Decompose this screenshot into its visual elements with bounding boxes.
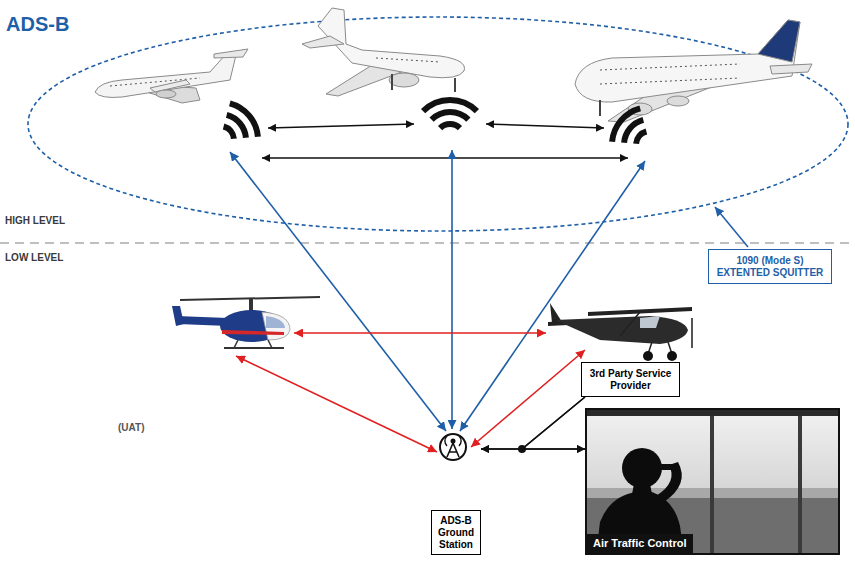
wide-body-aircraft — [575, 20, 812, 122]
helicopter — [172, 297, 320, 348]
light-aircraft-part — [643, 351, 653, 361]
signal-waves-part — [612, 108, 640, 141]
turboprop-aircraft-part — [156, 90, 176, 98]
uat-links — [236, 333, 585, 452]
air-to-air-arrows-part — [262, 157, 628, 159]
ground-antenna-icon-part — [445, 436, 461, 446]
callout-leader — [715, 207, 748, 247]
callout-box: 1090 (Mode S) EXTENTED SQUITTER — [708, 249, 832, 284]
jet-aircraft-part — [391, 74, 393, 90]
level-label: HIGH LEVEL — [5, 215, 65, 227]
level-label: LOW LEVEL — [5, 252, 63, 264]
ground-antenna-icon-part — [447, 443, 459, 457]
wide-body-aircraft-part — [770, 64, 812, 74]
helicopter-part — [234, 340, 238, 348]
ground-antenna-icon-part — [440, 434, 466, 460]
station-label-box: ADS-B Ground Station — [431, 510, 481, 555]
high-level-ellipse — [28, 17, 848, 231]
label-holder: HIGH LEVEL — [5, 215, 65, 227]
wide-body-aircraft-part — [600, 64, 740, 70]
light-aircraft-part — [691, 318, 693, 348]
label-holder: (UAT) — [118, 422, 144, 434]
level-divider — [0, 243, 855, 244]
control-tower-photo-part — [656, 462, 682, 502]
atc-photo-frame: Air Traffic Control — [585, 408, 840, 555]
wide-body-aircraft-part — [667, 96, 689, 106]
jet-aircraft-part — [302, 36, 344, 48]
control-tower-photo-part — [710, 408, 714, 555]
signal-waves-part — [624, 120, 643, 143]
turboprop-aircraft-part — [214, 49, 248, 58]
uat-links-part — [294, 332, 546, 334]
control-tower-photo-part — [798, 408, 802, 555]
signal-waves-part — [423, 100, 477, 111]
signal-waves-part — [432, 112, 469, 120]
helicopter-part — [266, 316, 285, 328]
helicopter-part — [268, 340, 272, 348]
control-tower-photo-part — [585, 408, 840, 555]
signal-waves-part — [636, 132, 646, 144]
helicopter-part — [262, 312, 290, 340]
light-aircraft-part — [588, 307, 692, 316]
air-to-air-arrows — [262, 124, 628, 158]
signal-waves-part — [224, 127, 234, 139]
turboprop-aircraft-part — [95, 54, 236, 97]
wide-body-aircraft-part — [600, 78, 740, 84]
ground-antenna-icon-part — [451, 439, 456, 444]
wide-body-aircraft-part — [575, 20, 800, 102]
signal-waves-part — [440, 124, 460, 128]
control-tower-photo-part — [660, 464, 674, 470]
helicopter-part — [172, 306, 184, 326]
ground-antenna-icon — [440, 434, 466, 460]
helicopter-part — [249, 299, 253, 311]
data-link-connector — [481, 397, 585, 449]
light-aircraft-part — [555, 316, 688, 344]
air-to-air-arrows-part — [268, 124, 414, 128]
link-label: (UAT) — [118, 422, 144, 434]
control-tower-photo — [585, 408, 840, 555]
uat-links-part — [471, 350, 585, 447]
jet-aircraft-part — [376, 58, 440, 62]
jet-aircraft-part — [389, 73, 419, 87]
signal-waves — [224, 100, 647, 144]
light-aircraft-part — [640, 316, 660, 328]
turboprop-aircraft — [95, 49, 248, 103]
box-label: ADS-B Ground Station — [437, 515, 475, 551]
diagram-title: ADS-B — [6, 12, 69, 36]
ground-station: ADS-B Ground Station — [431, 428, 481, 555]
service-provider-box: 3rd Party Service Provider — [581, 362, 680, 397]
wide-body-aircraft-part — [758, 20, 800, 62]
light-aircraft — [548, 303, 692, 361]
label-holder: LOW LEVEL — [5, 252, 63, 264]
jet-aircraft-part — [454, 78, 456, 92]
title-holder: ADS-B — [6, 12, 69, 36]
signal-waves-part — [230, 103, 258, 136]
level-divider-part — [0, 242, 855, 244]
box-label: 3rd Party Service Provider — [589, 368, 672, 392]
light-aircraft-part — [667, 351, 677, 361]
jet-aircraft — [302, 8, 465, 96]
high-level-ellipse-part — [28, 17, 848, 231]
light-aircraft-part — [620, 312, 640, 336]
control-tower-photo-part — [622, 448, 662, 488]
callout-leader-part — [715, 207, 748, 247]
uat-links-part — [236, 356, 437, 452]
helicopter-part — [222, 330, 284, 335]
helicopter-part — [224, 347, 284, 349]
signal-waves-part — [227, 115, 246, 138]
extended-squitter-links-part — [451, 150, 453, 429]
turboprop-aircraft-part — [110, 78, 200, 86]
callout-text: 1090 (Mode S) EXTENTED SQUITTER — [716, 255, 824, 279]
photo-caption: Air Traffic Control — [587, 534, 693, 553]
extended-squitter-links-part — [230, 152, 446, 431]
air-to-air-arrows-part — [486, 124, 604, 128]
wide-body-aircraft-part — [599, 100, 601, 116]
